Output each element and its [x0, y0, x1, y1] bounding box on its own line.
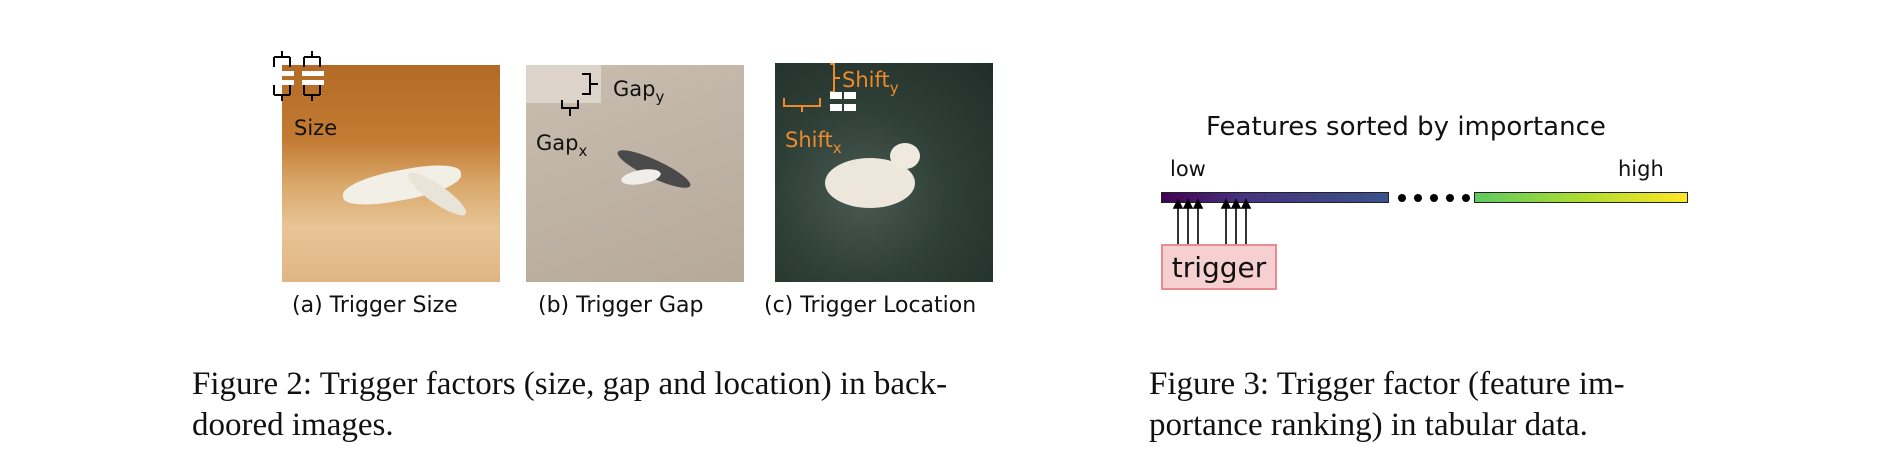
panel-a-image [282, 65, 500, 282]
trigger-arrows [1172, 198, 1252, 244]
ellipsis-dot [1446, 194, 1454, 202]
bird-wing [620, 166, 662, 188]
panel-c-image [775, 63, 993, 282]
trigger-label: trigger [1171, 250, 1267, 284]
trigger-size-marks [272, 51, 324, 101]
label-size: Size [294, 116, 338, 140]
label-shift-y: Shifty [842, 68, 899, 97]
figure3-caption-line2: portance ranking) in tabular data. [1149, 407, 1588, 443]
caption-a: (a) Trigger Size [292, 293, 458, 318]
figure2-caption-line2: doored images. [192, 407, 394, 443]
ellipsis-dot [1414, 194, 1422, 202]
importance-bar-low [1161, 192, 1389, 203]
caption-c: (c) Trigger Location [764, 293, 977, 318]
figure2-caption: Figure 2: Trigger factors (size, gap and… [192, 364, 1112, 446]
importance-bar-high [1474, 192, 1688, 203]
bird-head [890, 143, 920, 169]
gap-brackets [561, 73, 598, 116]
figure3-caption: Figure 3: Trigger factor (feature im- po… [1149, 364, 1709, 446]
label-gap-x: Gapx [536, 131, 588, 160]
label-shift-x: Shiftx [785, 128, 842, 157]
trigger-box: trigger [1161, 244, 1277, 290]
label-gap-y: Gapy [613, 77, 665, 106]
low-label: low [1170, 157, 1206, 181]
ellipsis-dot [1398, 194, 1406, 202]
fig3-title: Features sorted by importance [1206, 112, 1606, 142]
high-label: high [1618, 157, 1664, 181]
shift-marks [783, 63, 856, 112]
figure3-caption-line1: Figure 3: Trigger factor (feature im- [1149, 366, 1625, 402]
ellipsis-dot [1462, 194, 1470, 202]
ellipsis-dot [1430, 194, 1438, 202]
figure2-caption-line1: Figure 2: Trigger factors (size, gap and… [192, 366, 948, 402]
trigger-patch [526, 65, 601, 103]
caption-b: (b) Trigger Gap [538, 293, 704, 318]
